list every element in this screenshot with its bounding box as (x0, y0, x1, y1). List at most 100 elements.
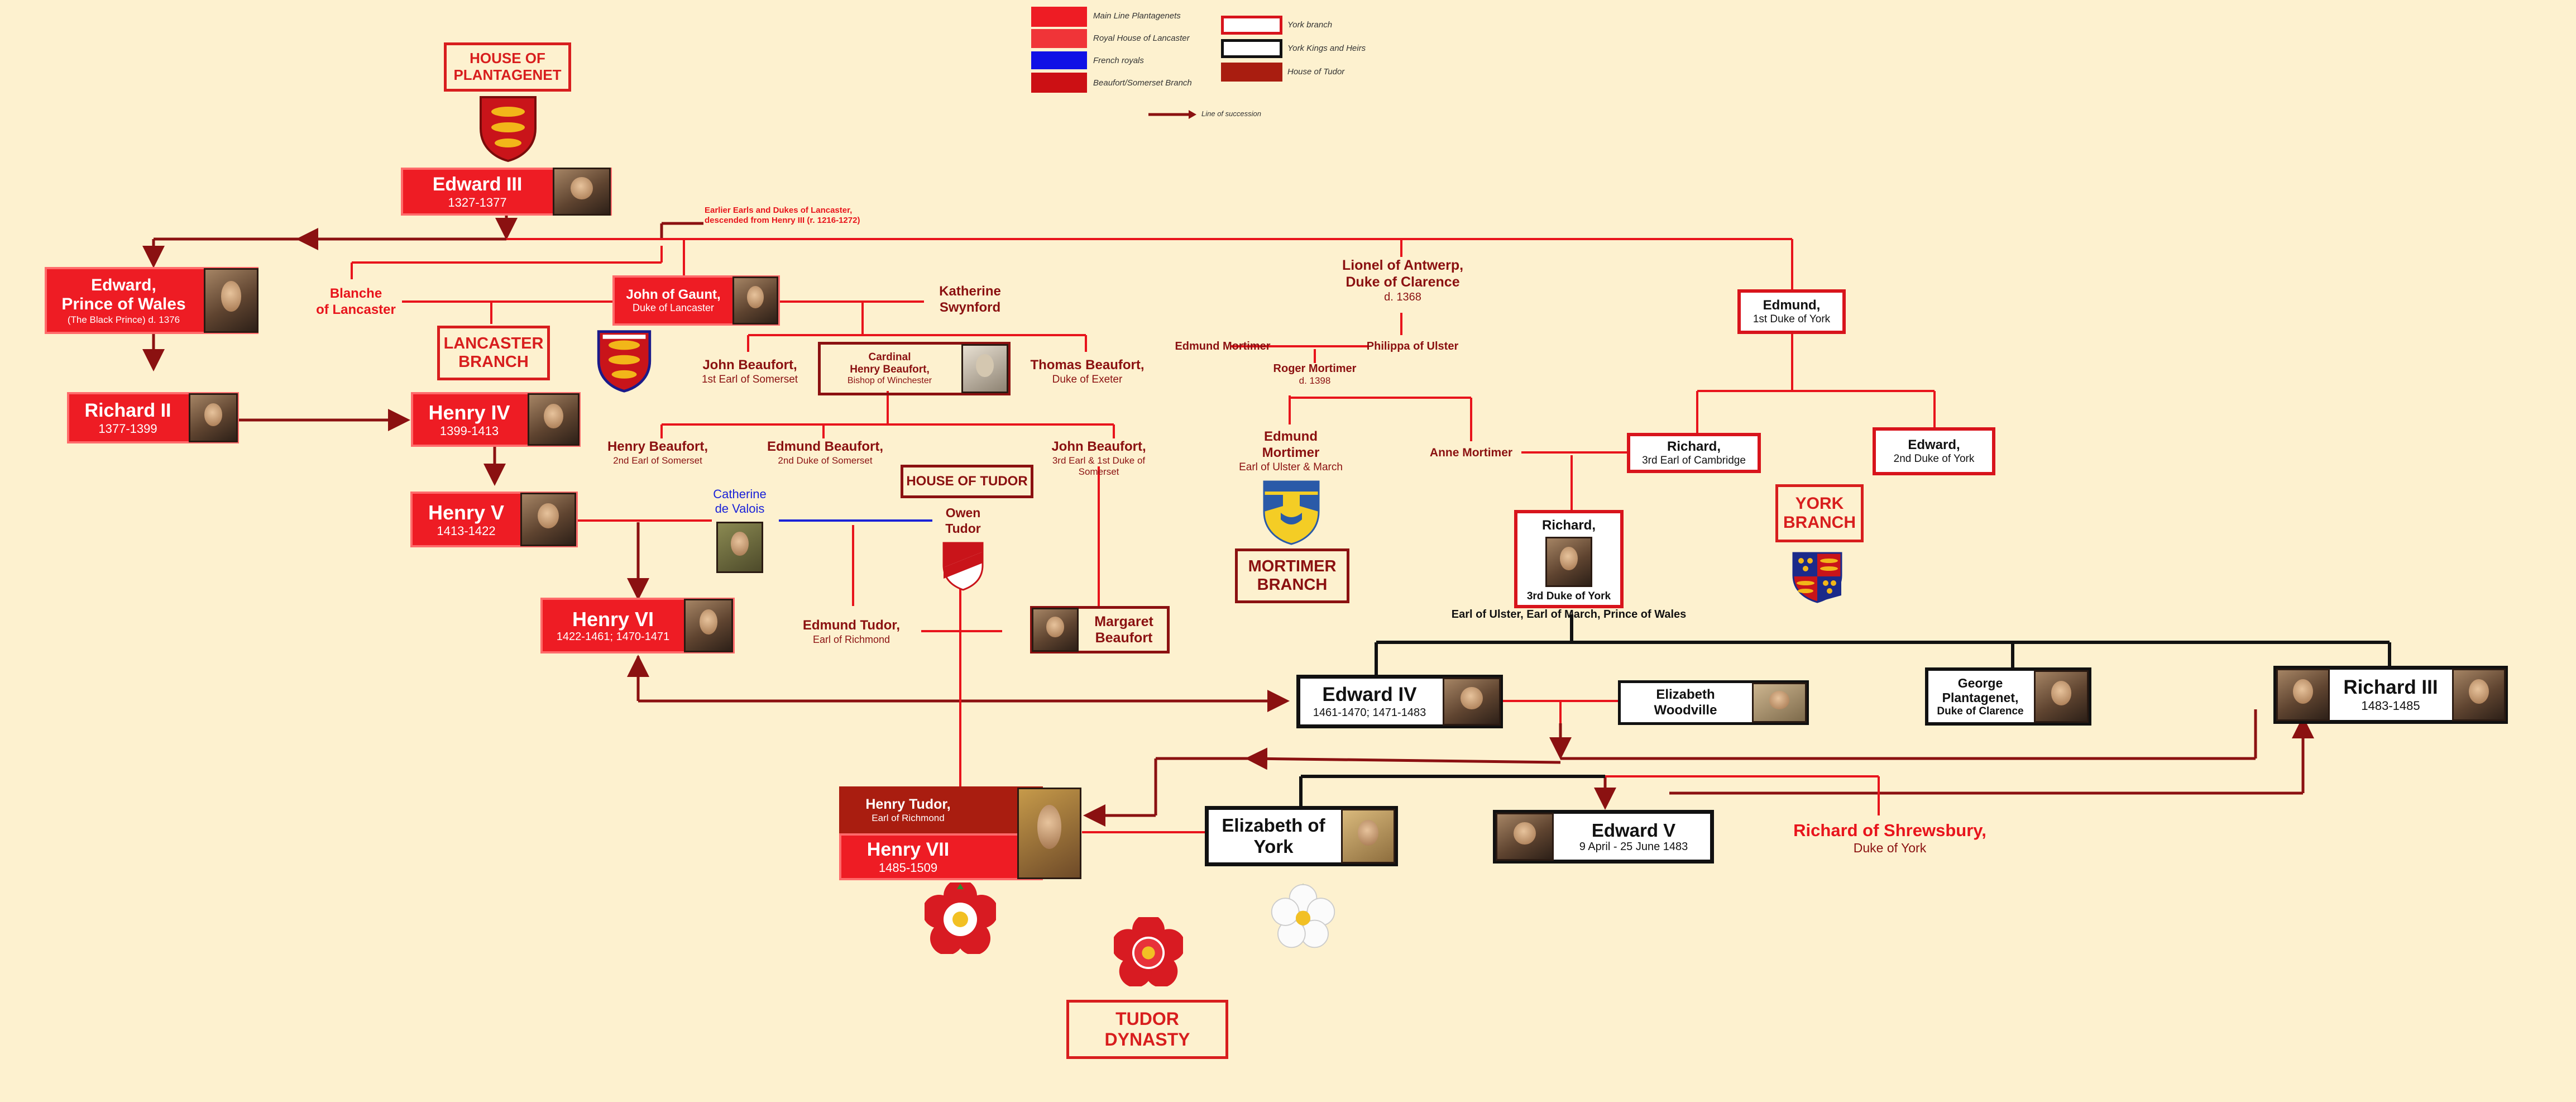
blanche-line1: Blanche (329, 286, 382, 301)
note-line2: descended from Henry III (r. 1216-1272) (705, 216, 860, 225)
person-edmund-tudor[interactable]: Edmund Tudor, Earl of Richmond (793, 618, 910, 646)
anne-name: Anne Mortimer (1429, 446, 1513, 459)
portrait-george-plantagenet (2034, 670, 2089, 723)
person-richard-of-shrewsbury[interactable]: Richard of Shrewsbury, Duke of York (1775, 820, 2004, 856)
legend-label-york-kings: York Kings and Heirs (1287, 44, 1366, 53)
lionel-line1: Lionel of Antwerp, (1342, 257, 1464, 273)
person-john-beaufort-1st-earl[interactable]: John Beaufort, 1st Earl of Somerset (691, 357, 808, 387)
note-line1: Earlier Earls and Dukes of Lancaster, (705, 206, 853, 215)
edmund-york-title: 1st Duke of York (1753, 313, 1831, 325)
richard-cambridge-title: 3rd Earl of Cambridge (1642, 454, 1746, 466)
legend-swatch-french (1031, 51, 1087, 69)
john-beaufort2-title2: Somerset (1078, 466, 1119, 478)
house-label-plantagenet: HOUSE OF PLANTAGENET (444, 42, 571, 92)
edmund-mortimer2-title: Earl of Ulster & March (1239, 461, 1343, 473)
roger-name: Roger Mortimer (1273, 362, 1357, 375)
legend-label-french: French royals (1093, 56, 1144, 65)
edward-york2-name: Edward, (1908, 437, 1960, 453)
person-john-beaufort-3rd-earl[interactable]: John Beaufort, 3rd Earl & 1st Duke of So… (1043, 439, 1155, 478)
roger-dates: d. 1398 (1299, 375, 1331, 386)
person-lionel-of-antwerp[interactable]: Lionel of Antwerp, Duke of Clarence d. 1… (1323, 257, 1482, 304)
gaunt-title: Duke of Lancaster (632, 302, 715, 314)
legend-swatch-tudor (1221, 63, 1282, 82)
mortimer-shield-icon (1263, 480, 1320, 545)
person-roger-mortimer[interactable]: Roger Mortimer d. 1398 (1262, 362, 1368, 387)
person-anne-mortimer[interactable]: Anne Mortimer (1424, 446, 1519, 460)
person-thomas-beaufort[interactable]: Thomas Beaufort, Duke of Exeter (1027, 357, 1147, 387)
john-beaufort-name: John Beaufort, (702, 357, 797, 373)
person-katherine-swynford[interactable]: Katherine Swynford (927, 284, 1013, 316)
edward-york2-title: 2nd Duke of York (1893, 452, 1975, 465)
person-edmund-1st-duke-of-york[interactable]: Edmund,1st Duke of York (1737, 289, 1846, 334)
edward-iii-name: Edward III (432, 173, 523, 195)
henry-iv-dates: 1399-1413 (439, 424, 499, 438)
black-prince-name1: Edward, (91, 275, 156, 294)
house-label-tudor-text: HOUSE OF TUDOR (906, 474, 1028, 489)
legend-label-york-branch: York branch (1287, 20, 1333, 30)
house-label-lancaster-text: LANCASTER BRANCH (443, 334, 544, 371)
black-prince-sub: (The Black Prince) d. 1376 (67, 314, 180, 325)
person-catherine-de-valois[interactable]: Catherine de Valois (701, 487, 779, 517)
person-richard-3rd-duke-of-york[interactable]: Richard, 3rd Duke of York (1514, 510, 1624, 608)
tudor-arms-shield-icon (942, 542, 984, 591)
edmund-tudor-name: Edmund Tudor, (802, 618, 901, 633)
portrait-richard-ii (189, 393, 238, 442)
person-owen-tudor[interactable]: Owen Tudor (930, 505, 997, 536)
house-label-tudor-dynasty: TUDOR DYNASTY (1066, 1000, 1228, 1059)
edmund-york-name: Edmund, (1763, 298, 1821, 313)
margaret-line1: Margaret (1094, 613, 1153, 629)
legend-swatch-york-branch (1221, 16, 1282, 35)
edmund-beaufort-title: 2nd Duke of Somerset (778, 455, 873, 466)
person-edmund-mortimer-3rd-earl[interactable]: Edmund Mortimer (1167, 340, 1279, 353)
legend-swatch-york-kings (1221, 39, 1282, 58)
blanche-line2: of Lancaster (316, 302, 396, 317)
person-philippa-of-ulster[interactable]: Philippa of Ulster (1362, 340, 1463, 353)
portrait-henry-iv (528, 393, 580, 446)
person-edmund-beaufort[interactable]: Edmund Beaufort, 2nd Duke of Somerset (758, 439, 892, 466)
legend-swatch-beaufort (1031, 73, 1087, 93)
elizabeth-w-line2: Woodville (1654, 703, 1717, 718)
edmund-mortimer1-name: Edmund Mortimer (1175, 340, 1271, 352)
philippa-name: Philippa of Ulster (1366, 340, 1459, 352)
red-rose-icon (1114, 917, 1183, 986)
york-quartered-shield-icon (1792, 552, 1842, 603)
margaret-line2: Beaufort (1095, 629, 1153, 646)
cardinal-line2: Henry Beaufort, (850, 363, 930, 375)
catherine-line1: Catherine (713, 487, 767, 501)
henry-tudor-name: Henry Tudor, (865, 796, 951, 812)
henry-beaufort-title: 2nd Earl of Somerset (613, 455, 702, 466)
white-rose-icon (1271, 883, 1335, 948)
edmund-tudor-title: Earl of Richmond (812, 633, 890, 645)
person-edmund-mortimer-earl-of-march[interactable]: Edmund Mortimer Earl of Ulster & March (1224, 429, 1358, 474)
richard-iii-dates: 1483-1485 (2361, 699, 2420, 713)
house-label-mortimer: MORTIMER BRANCH (1235, 548, 1349, 603)
henry-beaufort-name: Henry Beaufort, (607, 439, 708, 454)
person-blanche[interactable]: Blanche of Lancaster (313, 286, 399, 318)
person-henry-beaufort-2nd-earl[interactable]: Henry Beaufort, 2nd Earl of Somerset (596, 439, 719, 466)
tudor-rose-icon (925, 882, 996, 954)
portrait-henry-v (520, 493, 576, 546)
three-lions-shield-icon (597, 330, 652, 393)
portrait-john-of-gaunt (732, 276, 778, 325)
lionel-dates: d. 1368 (1384, 291, 1421, 303)
richard-york3-name: Richard, (1541, 518, 1596, 533)
henry-iv-name: Henry IV (428, 400, 510, 424)
portrait-catherine-de-valois (716, 522, 763, 573)
legend-label-tudor: House of Tudor (1287, 67, 1345, 77)
person-henry-tudor[interactable]: Henry Tudor,Earl of Richmond (839, 786, 1043, 833)
portrait-cardinal-henry-beaufort (961, 344, 1008, 393)
person-richard-earl-of-cambridge[interactable]: Richard,3rd Earl of Cambridge (1627, 433, 1761, 473)
cardinal-title: Bishop of Winchester (847, 375, 932, 385)
house-label-york-text: YORK BRANCH (1783, 494, 1856, 532)
richard-iii-name: Richard III (2343, 676, 2438, 699)
person-edward-2nd-duke-of-york[interactable]: Edward,2nd Duke of York (1873, 427, 1995, 475)
portrait-black-prince (204, 268, 258, 333)
edmund-beaufort-name: Edmund Beaufort, (767, 439, 883, 454)
house-label-lancaster: LANCASTER BRANCH (437, 326, 550, 380)
edward-v-dates: 9 April - 25 June 1483 (1579, 841, 1688, 853)
richard-ii-dates: 1377-1399 (98, 421, 157, 436)
